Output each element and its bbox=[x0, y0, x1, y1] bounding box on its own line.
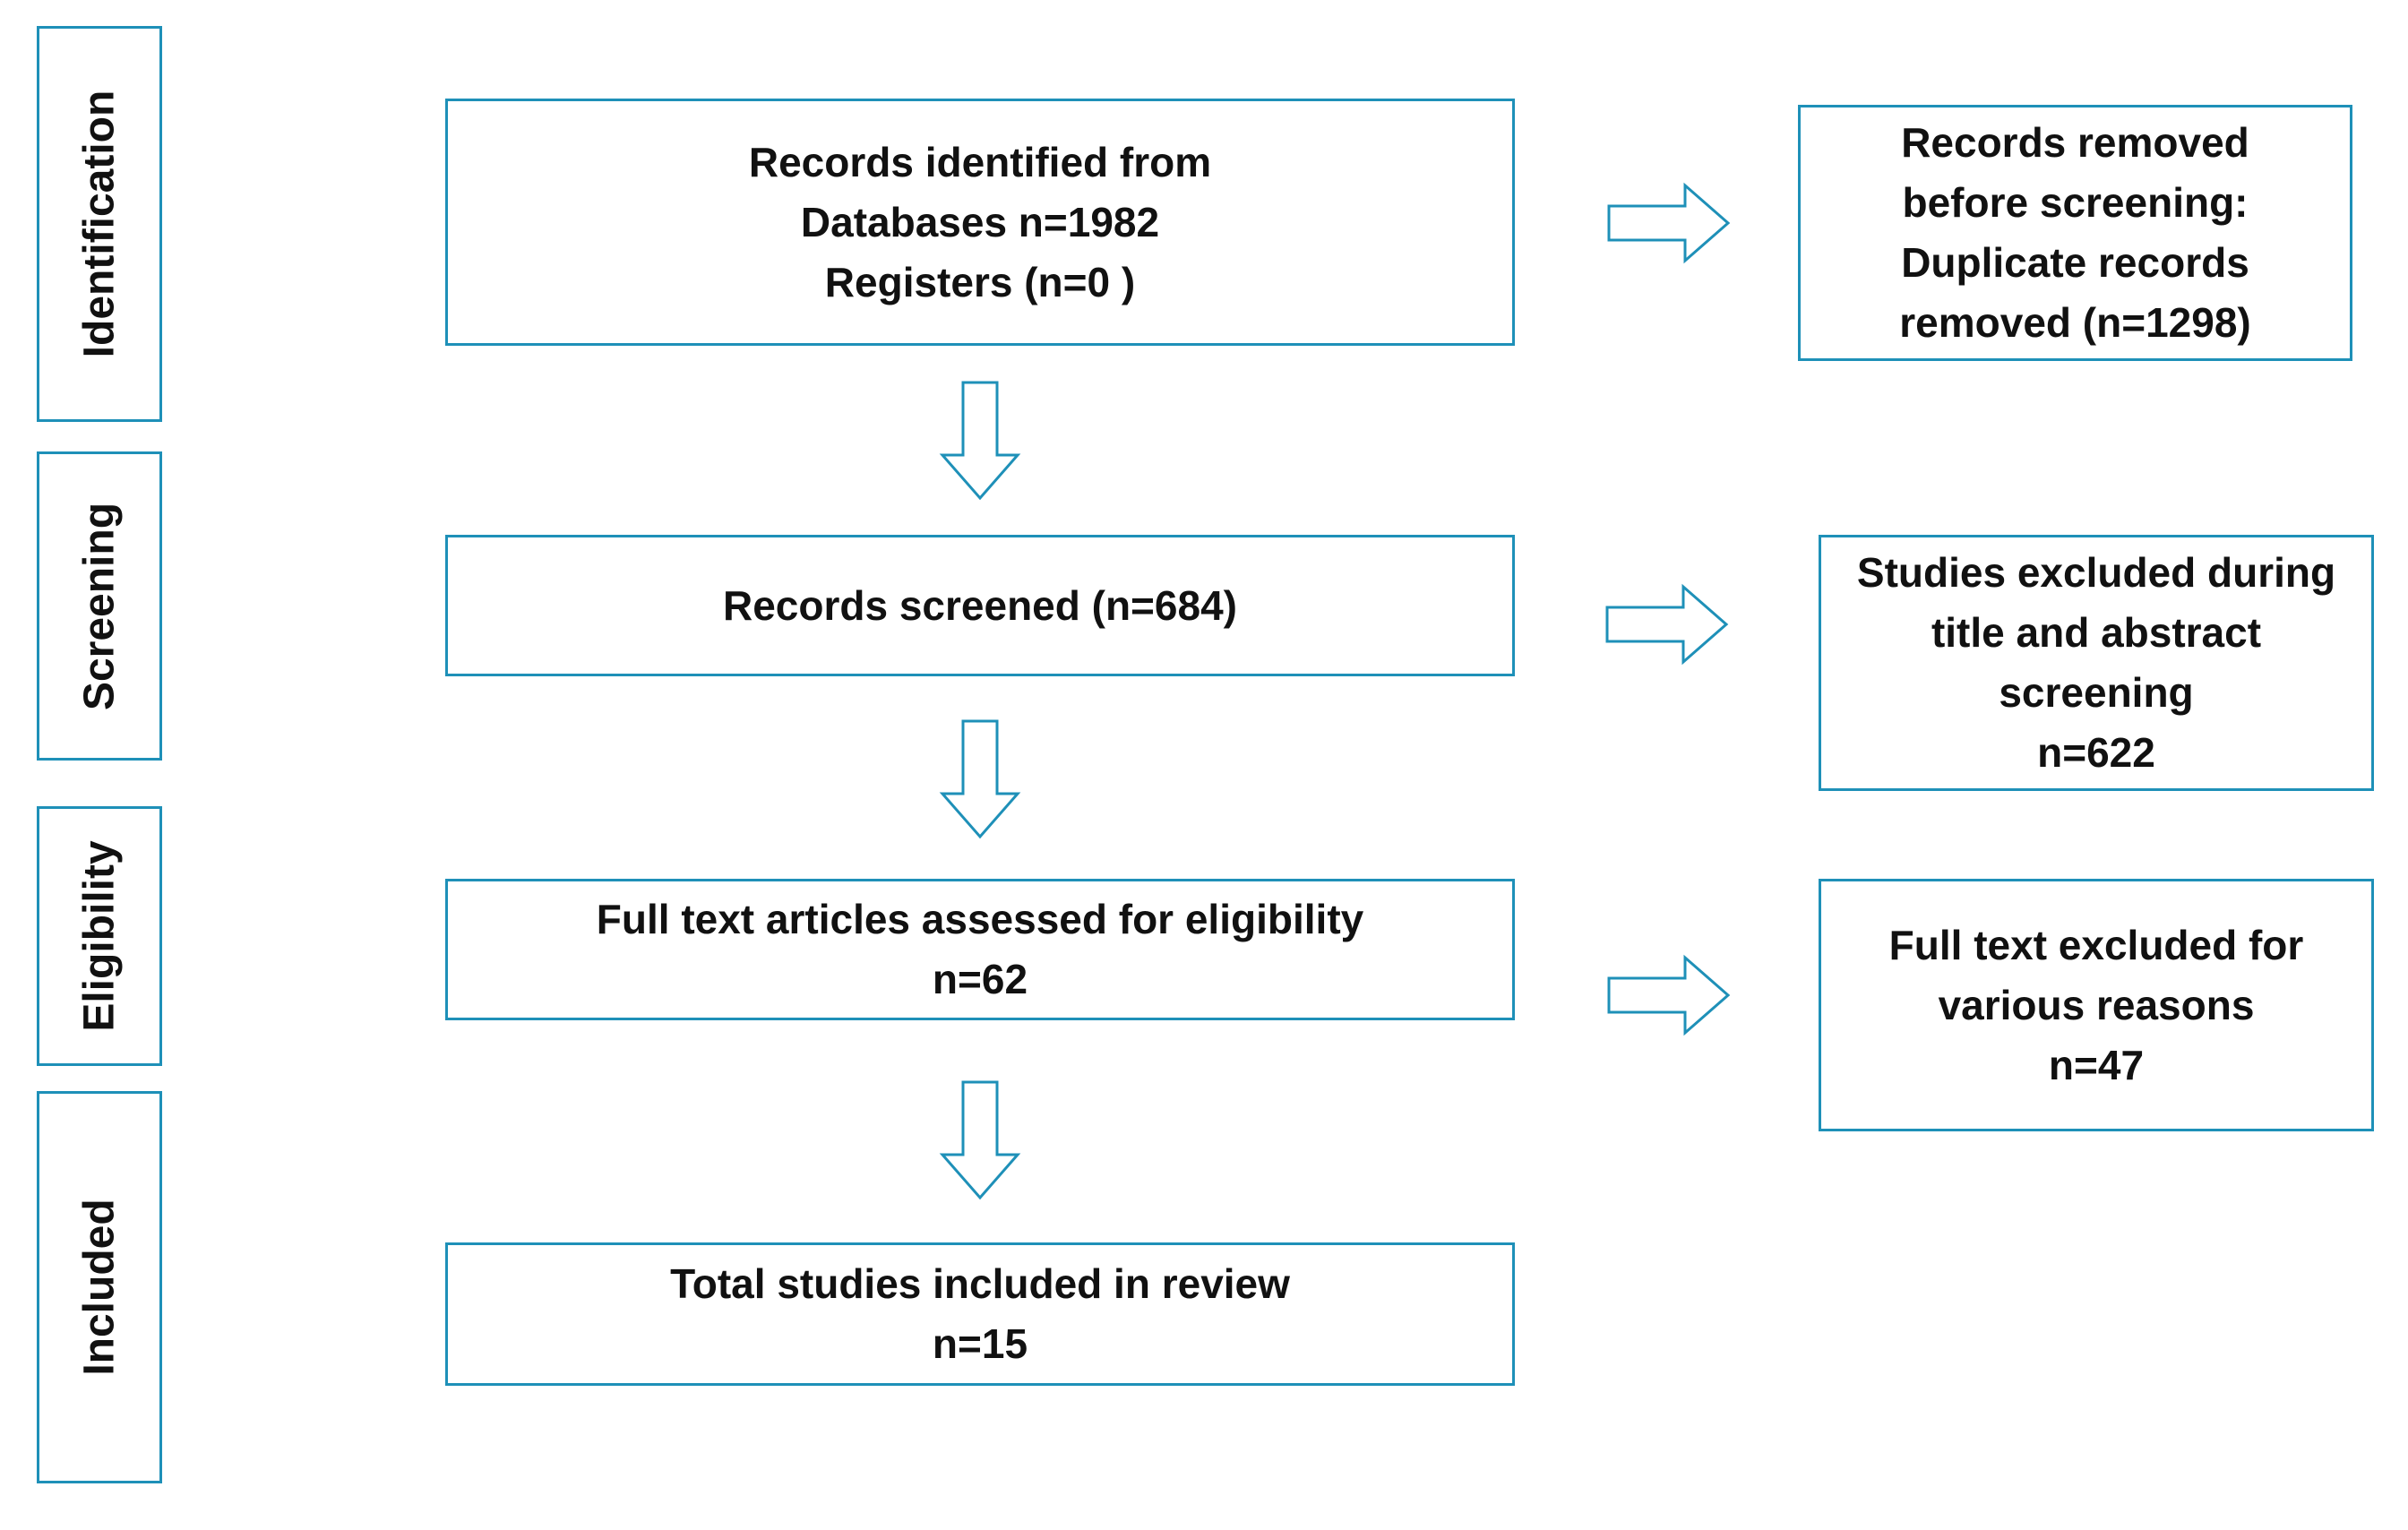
down-arrow-icon bbox=[939, 719, 1021, 839]
down-arrow-icon bbox=[939, 1080, 1021, 1200]
box-line: title and abstract bbox=[1931, 609, 2262, 656]
box-records-screened: Records screened (n=684) bbox=[445, 535, 1515, 676]
stage-included: Included bbox=[37, 1091, 162, 1483]
stage-identification: Identification bbox=[37, 26, 162, 422]
box-line: screening bbox=[1999, 669, 2194, 716]
box-full-text-assessed: Full text articles assessed for eligibil… bbox=[445, 879, 1515, 1020]
stage-label-screening: Screening bbox=[75, 502, 124, 710]
box-line: various reasons bbox=[1938, 981, 2255, 1028]
stage-screening: Screening bbox=[37, 451, 162, 761]
stage-label-eligibility: Eligibility bbox=[75, 840, 124, 1032]
box-line: Records screened (n=684) bbox=[723, 581, 1237, 629]
box-records-removed: Records removed before screening: Duplic… bbox=[1798, 105, 2352, 361]
box-line: Duplicate records bbox=[1901, 239, 2249, 286]
right-arrow-icon bbox=[1605, 583, 1729, 666]
box-line: Full text articles assessed for eligibil… bbox=[596, 896, 1364, 942]
box-full-text-excluded: Full text excluded for various reasons n… bbox=[1819, 879, 2374, 1131]
box-line: Records identified from bbox=[748, 138, 1212, 185]
box-line: Total studies included in review bbox=[670, 1260, 1290, 1307]
box-line: Databases n=1982 bbox=[800, 198, 1160, 245]
right-arrow-icon bbox=[1607, 182, 1731, 264]
box-line: n=62 bbox=[932, 956, 1028, 1002]
box-line: removed (n=1298) bbox=[1899, 299, 2251, 346]
box-records-identified: Records identified from Databases n=1982… bbox=[445, 99, 1515, 346]
box-line: before screening: bbox=[1902, 179, 2249, 226]
box-studies-excluded: Studies excluded during title and abstra… bbox=[1819, 535, 2374, 791]
down-arrow-icon bbox=[939, 381, 1021, 501]
stage-eligibility: Eligibility bbox=[37, 806, 162, 1066]
box-line: n=622 bbox=[2037, 729, 2155, 776]
box-line: Records removed bbox=[1901, 119, 2249, 166]
box-line: Registers (n=0 ) bbox=[824, 258, 1136, 305]
box-line: n=47 bbox=[2048, 1041, 2145, 1088]
box-total-included: Total studies included in review n=15 bbox=[445, 1242, 1515, 1386]
box-line: n=15 bbox=[932, 1320, 1028, 1367]
stage-label-included: Included bbox=[75, 1199, 124, 1376]
right-arrow-icon bbox=[1607, 954, 1731, 1036]
box-line: Studies excluded during bbox=[1856, 549, 2336, 596]
box-line: Full text excluded for bbox=[1888, 921, 2304, 968]
stage-label-identification: Identification bbox=[75, 90, 124, 358]
